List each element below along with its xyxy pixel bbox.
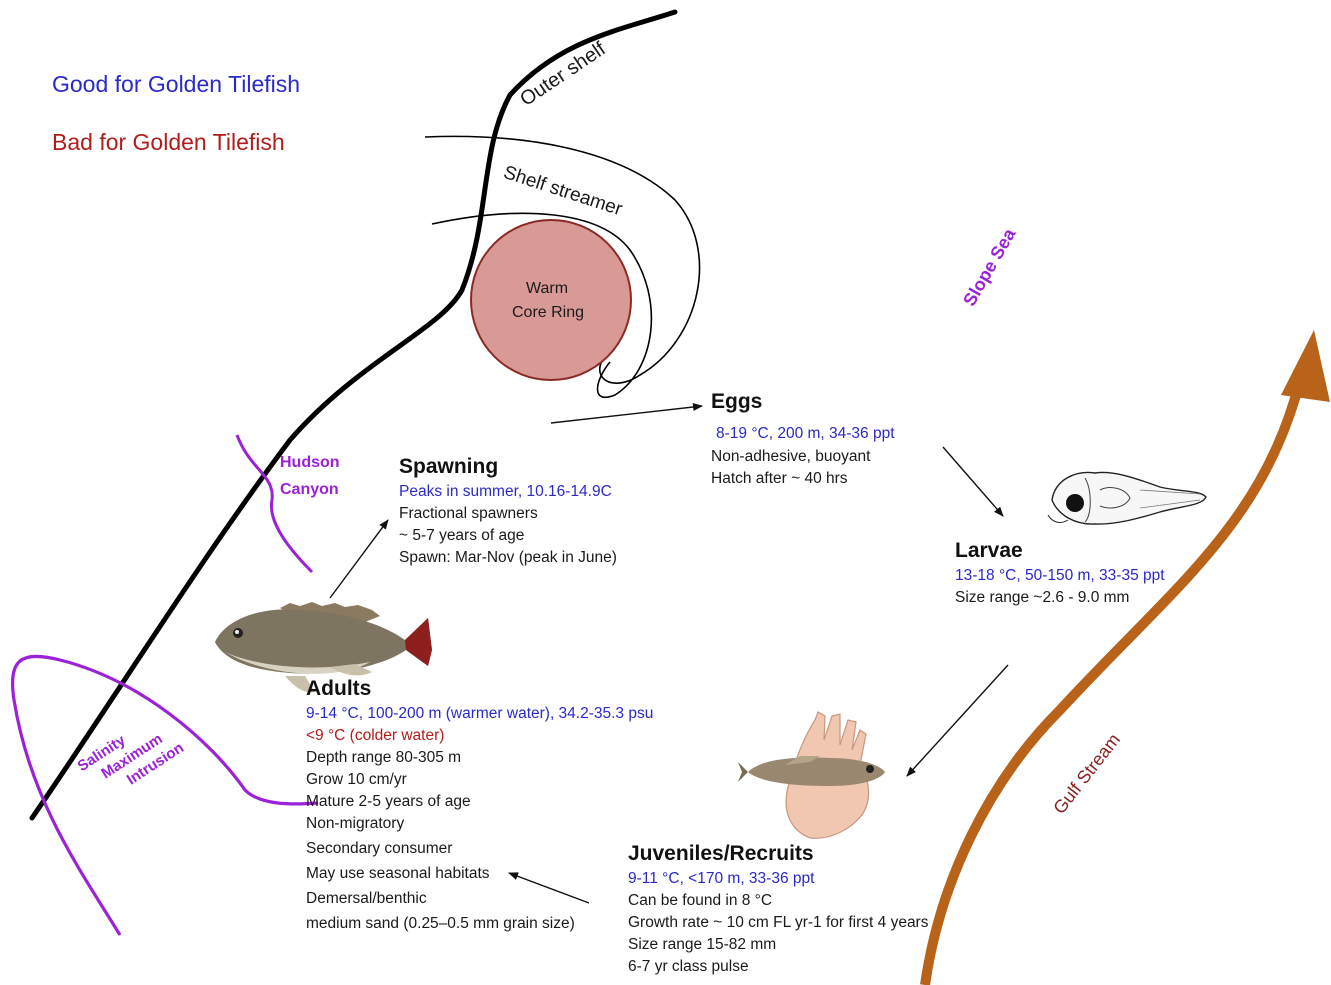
adults-fact: May use seasonal habitats	[306, 863, 653, 885]
spawning-fact: ~ 5-7 years of age	[399, 525, 617, 547]
juveniles-fact: Can be found in 8 °C	[628, 890, 928, 912]
warm-core-ring-label-2: Core Ring	[512, 305, 584, 321]
adults-details: 9-14 °C, 100-200 m (warmer water), 34.2-…	[306, 703, 653, 935]
spawning-fact: Spawn: Mar-Nov (peak in June)	[399, 547, 617, 569]
warm-core-ring	[471, 220, 631, 380]
adults-fact: Demersal/benthic	[306, 888, 653, 910]
juveniles-fact: 6-7 yr class pulse	[628, 956, 928, 978]
juveniles-title: Juveniles/Recruits	[628, 843, 814, 864]
hudson-canyon-label-2: Canyon	[280, 482, 339, 498]
hudson-canyon-label-1: Hudson	[280, 455, 340, 471]
legend-bad: Bad for Golden Tilefish	[52, 131, 285, 154]
eggs-fact: Hatch after ~ 40 hrs	[711, 468, 870, 490]
adults-fact: Grow 10 cm/yr	[306, 769, 653, 791]
adults-bad-conditions: <9 °C (colder water)	[306, 725, 653, 747]
arrow-adults-to-spawning	[330, 520, 388, 598]
adults-fact: Secondary consumer	[306, 838, 653, 860]
eggs-title: Eggs	[711, 391, 762, 412]
spawning-details: Peaks in summer, 10.16-14.9C Fractional …	[399, 481, 617, 569]
adults-fact: Non-migratory	[306, 813, 653, 835]
spawning-title: Spawning	[399, 456, 498, 477]
larvae-fact: Size range ~2.6 - 9.0 mm	[955, 587, 1165, 609]
larvae-good-conditions: 13-18 °C, 50-150 m, 33-35 ppt	[955, 565, 1165, 587]
larvae-title: Larvae	[955, 540, 1023, 561]
juveniles-good-conditions: 9-11 °C, <170 m, 33-36 ppt	[628, 868, 928, 890]
spawning-fact: Fractional spawners	[399, 503, 617, 525]
arrow-larvae-to-juveniles	[907, 665, 1008, 776]
adults-fact: Mature 2-5 years of age	[306, 791, 653, 813]
juveniles-fact: Growth rate ~ 10 cm FL yr-1 for first 4 …	[628, 912, 928, 934]
arrow-eggs-to-larvae	[943, 447, 1003, 516]
arrow-ring-to-eggs	[551, 406, 702, 423]
eggs-good-conditions: 8-19 °C, 200 m, 34-36 ppt	[716, 423, 895, 445]
legend-good: Good for Golden Tilefish	[52, 73, 300, 96]
eggs-details: 8-19 °C, 200 m, 34-36 ppt	[716, 423, 895, 445]
gulf-stream-arrow-body	[925, 360, 1305, 985]
adults-title: Adults	[306, 678, 371, 699]
larvae-details: 13-18 °C, 50-150 m, 33-35 ppt Size range…	[955, 565, 1165, 609]
adults-fact: Depth range 80-305 m	[306, 747, 653, 769]
eggs-facts: Non-adhesive, buoyant Hatch after ~ 40 h…	[711, 446, 870, 490]
adults-good-conditions: 9-14 °C, 100-200 m (warmer water), 34.2-…	[306, 703, 653, 725]
eggs-fact: Non-adhesive, buoyant	[711, 446, 870, 468]
juveniles-fact: Size range 15-82 mm	[628, 934, 928, 956]
salinity-intrusion-curve	[13, 656, 318, 935]
adults-fact: medium sand (0.25–0.5 mm grain size)	[306, 913, 653, 935]
gulf-stream-arrow-head	[1281, 330, 1330, 402]
juvenile-in-hand-icon	[738, 712, 885, 838]
spawning-good-conditions: Peaks in summer, 10.16-14.9C	[399, 481, 617, 503]
larva-drawing-icon	[1048, 472, 1206, 524]
warm-core-ring-label-1: Warm	[526, 281, 568, 297]
juveniles-details: 9-11 °C, <170 m, 33-36 ppt Can be found …	[628, 868, 928, 978]
